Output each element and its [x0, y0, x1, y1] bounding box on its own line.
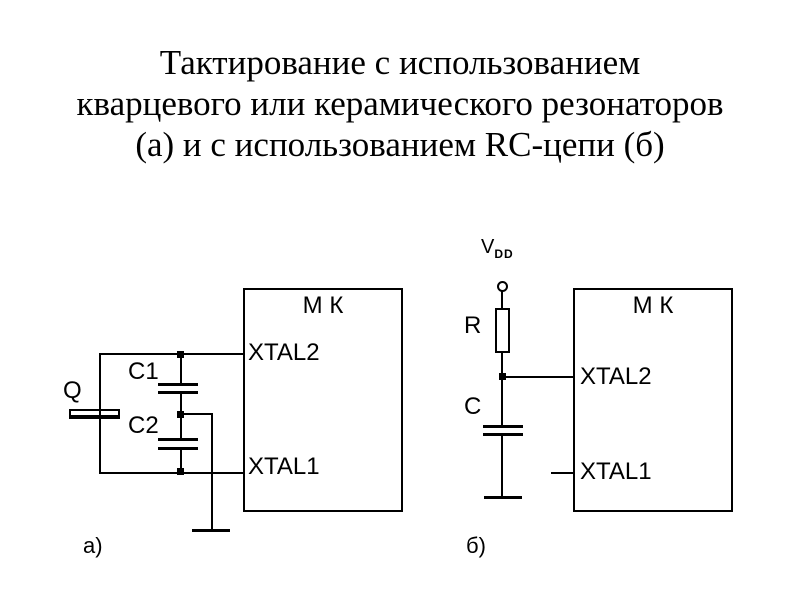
wire-cap-lead-top: [180, 353, 182, 383]
cap1-plate-top: [158, 383, 198, 386]
wire-xtal2-b: [503, 376, 574, 378]
wire-cap-to-ground: [501, 436, 503, 497]
pin-label-xtal1-b: XTAL1: [580, 458, 652, 485]
caption-a: а): [83, 533, 103, 558]
ground-bar-a: [192, 529, 230, 532]
wire-ground-branch-h: [181, 413, 213, 415]
cap-plate-bottom: [483, 433, 523, 436]
wire-xtal2-a: [100, 353, 244, 355]
cap-plate-top: [483, 425, 523, 428]
junction-dot-bottom: [177, 468, 184, 475]
title-line-1: Тактирование с использованием: [159, 43, 641, 82]
wire-xtal1-a: [100, 472, 244, 474]
resistor-label: R: [464, 312, 482, 339]
cap1-plate-bottom: [158, 391, 198, 394]
mcu-label-b: М К: [632, 292, 674, 319]
caption-b: б): [466, 533, 486, 558]
wire-vdd-to-resistor: [501, 291, 503, 309]
vdd-letter: V: [481, 236, 495, 258]
wire-cap-lead-bottom: [180, 450, 182, 474]
pin-label-xtal2-b: XTAL2: [580, 363, 652, 390]
pin-label-xtal1-a: XTAL1: [248, 453, 320, 480]
cap2-label: C2: [128, 412, 159, 439]
wire-xtal1-stub: [551, 472, 573, 474]
junction-dot-top: [177, 351, 184, 358]
junction-dot-mid: [177, 411, 184, 418]
cap-label: C: [464, 393, 482, 420]
crystal-symbol: [69, 409, 120, 419]
wire-resistor-to-cap: [501, 352, 503, 426]
vdd-label: VDD: [481, 237, 514, 264]
wire-ground-branch-v: [211, 413, 213, 531]
cap2-plate-top: [158, 438, 198, 441]
junction-dot-b: [499, 373, 506, 380]
pin-label-xtal2-a: XTAL2: [248, 339, 320, 366]
wire-crystal-branch: [99, 353, 101, 474]
vdd-subscript: DD: [494, 247, 514, 261]
mcu-box-b: [573, 288, 733, 512]
mcu-box-a: [243, 288, 403, 512]
resistor-symbol: [495, 308, 510, 353]
mcu-label-a: М К: [302, 292, 344, 319]
title-line-2: кварцевого или керамического резонаторов: [76, 84, 724, 123]
cap2-plate-bottom: [158, 447, 198, 450]
crystal-label: Q: [63, 377, 82, 404]
ground-bar-b: [484, 496, 522, 499]
title-line-3: (а) и с использованием RC-цепи (б): [135, 125, 665, 164]
slide-title: Тактирование с использованием кварцевого…: [0, 42, 800, 165]
cap1-label: C1: [128, 358, 159, 385]
